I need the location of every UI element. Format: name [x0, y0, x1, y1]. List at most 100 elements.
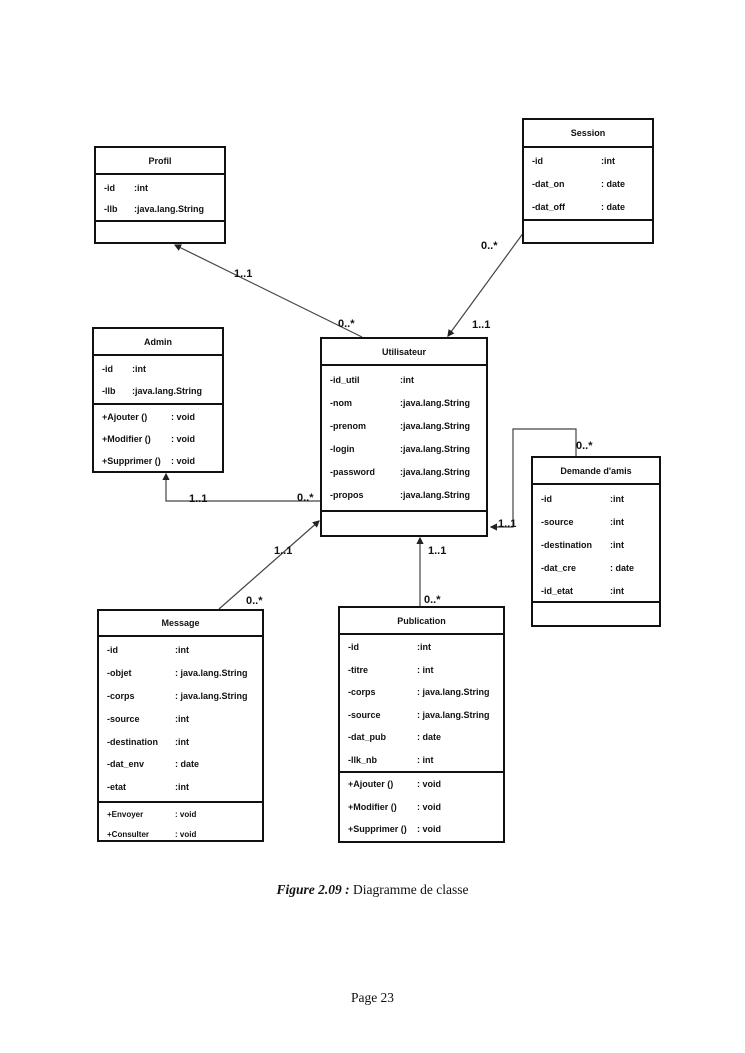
attr-name: -corps	[348, 687, 376, 698]
mult-message-side: 0..*	[246, 595, 263, 607]
attribute-row: -nom:java.lang.String	[330, 391, 486, 414]
class-utilisateur[interactable]: Utilisateur -id_util:int -nom:java.lang.…	[320, 337, 488, 537]
attributes-section: -id:int -titre: int -corps: java.lang.St…	[340, 635, 503, 771]
attribute-row: -login:java.lang.String	[330, 437, 486, 460]
attr-type: :int	[400, 374, 414, 385]
attr-name: -id	[104, 182, 115, 193]
class-name: Publication	[340, 608, 503, 635]
attr-type: :int	[132, 364, 146, 374]
operation-row: +Consulter: void	[107, 824, 262, 844]
attr-type: : java.lang.String	[417, 709, 490, 720]
attribute-row: -source:int	[107, 707, 262, 730]
mult-admin-side: 1..1	[189, 493, 208, 505]
attr-name: -corps	[107, 690, 135, 701]
class-profil[interactable]: Profil -id :int -llb :java.lang.String	[94, 146, 226, 244]
attr-type: : int	[417, 664, 434, 675]
attribute-row: -titre : int	[348, 659, 503, 682]
class-name: Profil	[96, 148, 224, 175]
attr-type: :int	[175, 736, 189, 747]
class-publication[interactable]: Publication -id:int -titre: int -corps: …	[338, 606, 505, 843]
attribute-row: -corps: java.lang.String	[107, 685, 262, 708]
op-type: : void	[417, 801, 441, 812]
attr-type: :int	[417, 642, 431, 653]
attr-type: : date	[601, 178, 626, 189]
attr-type: :int	[610, 585, 624, 596]
attr-name: -llb	[104, 203, 118, 214]
attribute-row: -password :java.lang.String	[330, 460, 486, 483]
attr-type: :int	[610, 516, 624, 527]
operation-row: +Ajouter (): void	[102, 406, 222, 428]
mult-publication-side: 0..*	[424, 594, 441, 606]
operations-section	[524, 219, 652, 242]
attr-name: -titre	[348, 664, 368, 675]
attribute-row: -id :int	[104, 177, 224, 198]
attribute-row: -dat_on: date	[532, 172, 652, 195]
class-admin[interactable]: Admin -id:int -llb:java.lang.String +Ajo…	[92, 327, 224, 473]
operation-row: +Supprimer (): void	[348, 818, 503, 841]
attributes-section: -id:int -objet: java.lang.String -corps:…	[99, 637, 262, 801]
attribute-row: -id :int	[102, 358, 222, 380]
attribute-row: -id :int	[107, 639, 262, 662]
attributes-section: -id:int -dat_on: date -dat_off: date	[524, 148, 652, 219]
attr-name: -id	[107, 645, 118, 656]
operations-section: +Ajouter (): void +Modifier (): void +Su…	[94, 403, 222, 471]
attr-name: -etat	[107, 782, 127, 793]
operations-section	[322, 510, 486, 535]
class-name: Demande d'amis	[533, 458, 659, 485]
op-name: +Ajouter ()	[102, 412, 148, 422]
op-name: +Modifier ()	[102, 434, 151, 444]
attr-name: -password	[330, 466, 376, 477]
figure-caption: Figure 2.09 : Diagramme de classe	[0, 882, 745, 898]
mult-utilisateur-demande-side: 1..1	[498, 518, 517, 530]
attr-name: -propos	[330, 489, 364, 500]
operation-row: +Supprimer (): void	[102, 450, 222, 472]
attribute-row: -id:int	[532, 149, 652, 172]
mult-demande-side: 0..*	[576, 440, 593, 452]
attr-name: -id	[348, 642, 359, 653]
attribute-row: -source: java.lang.String	[348, 704, 503, 727]
attribute-row: -llb:java.lang.String	[102, 380, 222, 402]
class-demande-amis[interactable]: Demande d'amis -id:int -source:int -dest…	[531, 456, 661, 627]
attr-name: -id_etat	[541, 585, 574, 596]
class-session[interactable]: Session -id:int -dat_on: date -dat_off: …	[522, 118, 654, 244]
attr-name: -id	[102, 364, 113, 374]
attr-type: :int	[610, 493, 624, 504]
attr-type: : int	[417, 754, 434, 765]
attr-name: -source	[107, 713, 140, 724]
class-message[interactable]: Message -id:int -objet: java.lang.String…	[97, 609, 264, 842]
attr-type: :int	[610, 539, 624, 550]
attr-type: : date	[175, 759, 200, 770]
attr-name: -source	[541, 516, 574, 527]
attributes-section: -id :int -llb:java.lang.String	[94, 356, 222, 403]
attr-type: : date	[601, 201, 626, 212]
mult-utilisateur-message-side: 1..1	[274, 545, 293, 557]
attribute-row: -destination:int	[107, 730, 262, 753]
operations-section	[96, 220, 224, 242]
attr-type: :java.lang.String	[400, 466, 471, 477]
attribute-row: -destination :int	[541, 533, 659, 556]
attr-type: :int	[175, 782, 189, 793]
assoc-message-utilisateur	[218, 520, 320, 610]
attr-name: -dat_pub	[348, 732, 386, 743]
attribute-row: -propos:java.lang.String	[330, 483, 486, 506]
attr-type: :java.lang.String	[132, 386, 203, 396]
attr-name: -id_util	[330, 374, 360, 385]
attr-name: -destination	[541, 539, 592, 550]
attribute-row: -etat :int	[107, 776, 262, 799]
op-type: : void	[175, 829, 197, 839]
attr-type: :int	[134, 182, 148, 193]
attribute-row: -id_util :int	[330, 368, 486, 391]
attr-name: -login	[330, 443, 355, 454]
assoc-utilisateur-admin	[162, 472, 320, 502]
attr-type: :java.lang.String	[134, 203, 205, 214]
attribute-row: -dat_env: date	[107, 753, 262, 776]
attributes-section: -id_util:int -nom:java.lang.String -pren…	[322, 366, 486, 510]
attributes-section: -id:int -source:int -destination:int -da…	[533, 485, 659, 601]
attr-type: :int	[175, 645, 189, 656]
attribute-row: -corps: java.lang.String	[348, 681, 503, 704]
assoc-utilisateur-profil	[173, 244, 363, 338]
op-type: : void	[175, 809, 197, 819]
attr-type: : date	[417, 732, 442, 743]
figure-title: Diagramme de classe	[349, 882, 469, 897]
